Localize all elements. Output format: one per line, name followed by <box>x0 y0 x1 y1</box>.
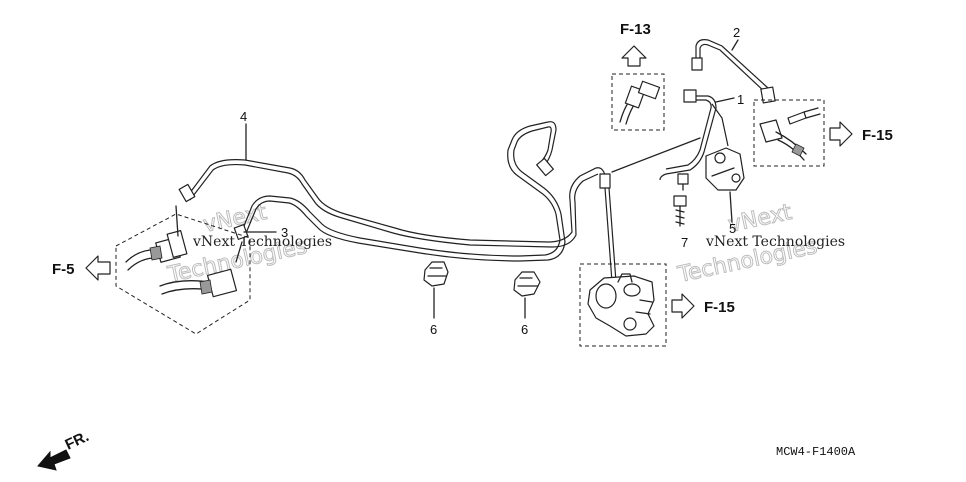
front-arrow-icon <box>37 449 71 471</box>
center-connection-box <box>579 263 667 347</box>
arrow-f15-top <box>829 121 853 147</box>
front-label: FR. <box>63 428 92 454</box>
watermark-right-outline-1: vNext <box>726 200 794 238</box>
right-connection-box <box>753 99 825 167</box>
left-fitting-lower <box>159 268 238 298</box>
callout-7: 7 <box>681 235 688 250</box>
left-fitting-upper <box>125 229 188 271</box>
arrow-f5 <box>85 255 111 281</box>
pipe-clamp-right <box>513 271 541 297</box>
callout-6-right: 6 <box>521 322 528 337</box>
brake-pipe-part1 <box>659 89 729 181</box>
brake-pipe-long <box>185 121 607 262</box>
flare-nut-center <box>536 157 554 177</box>
flare-nut-part1 <box>683 89 697 103</box>
arrow-f13 <box>621 45 647 67</box>
pipe-to-valve <box>604 187 613 283</box>
valve-part5 <box>705 147 745 191</box>
watermark-left-text: vNext Technologies <box>192 234 332 250</box>
flare-nut-left <box>178 183 196 203</box>
diagram-code: MCW4-F1400A <box>776 445 856 459</box>
brake-pipe-part2 <box>691 39 776 104</box>
flare-nut-part3 <box>233 224 249 240</box>
callout-5: 5 <box>729 221 736 236</box>
ref-f15-mid: F-15 <box>704 299 735 316</box>
callout-4: 4 <box>240 109 247 124</box>
pipe-clamp-left <box>423 261 449 287</box>
arrow-f15-mid <box>671 293 695 319</box>
top-fitting <box>619 80 661 125</box>
watermark-right-text: vNext Technologies <box>705 234 845 250</box>
flare-nut-part2-right <box>760 86 776 104</box>
callout-6-left: 6 <box>430 322 437 337</box>
ref-f15-top: F-15 <box>862 127 893 144</box>
watermark-right: vNext Technologies vNext Technologies <box>675 199 846 288</box>
valve-assembly <box>587 273 655 337</box>
right-fitting <box>759 107 821 161</box>
callout-1: 1 <box>737 92 744 107</box>
flare-nut-vertical <box>599 173 611 189</box>
bolt-part7-upper <box>677 173 689 191</box>
ref-f13: F-13 <box>620 21 651 38</box>
top-connection-box <box>611 73 665 131</box>
left-connection-box <box>115 213 251 335</box>
callout-3: 3 <box>281 225 288 240</box>
callout-2: 2 <box>733 25 740 40</box>
flare-nut-part2-left <box>691 57 703 71</box>
bolt-part7 <box>673 195 687 227</box>
ref-f5: F-5 <box>52 261 75 278</box>
